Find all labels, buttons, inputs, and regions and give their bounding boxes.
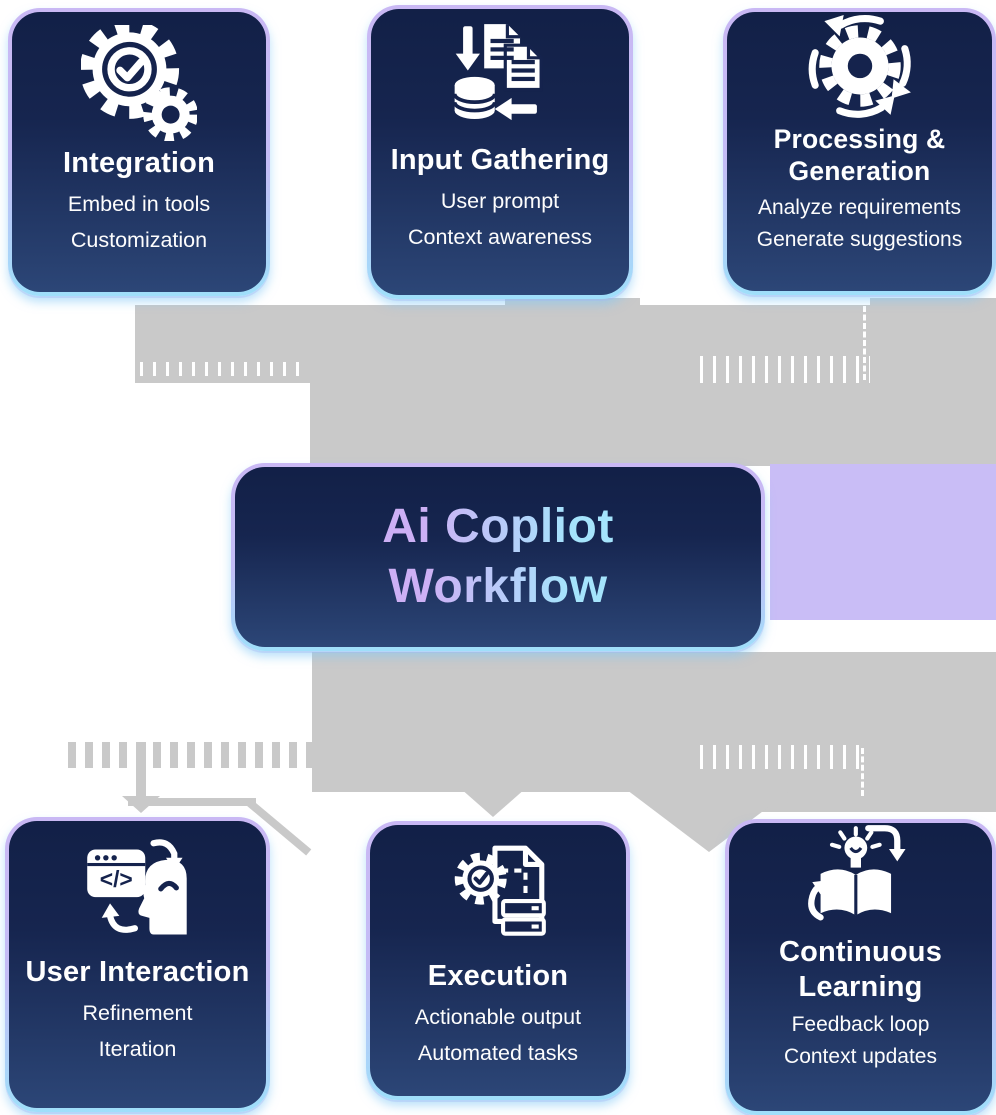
connector-left-elbow [128,798,256,806]
svg-text:</>: </> [99,866,132,892]
node-item: Embed in tools [67,191,211,216]
node-item: Automated tasks [417,1040,579,1065]
node-card-execution: Execution Actionable output Automated ta… [366,821,630,1100]
connector-center-column [310,383,996,466]
node-title: Execution [427,960,569,992]
hatch-top-left [140,362,308,376]
hatch-bottom-right [700,745,865,769]
node-item: Feedback loop [791,1012,930,1036]
node-item: Context awareness [407,224,593,249]
node-card-continuous-learning: Continuous Learning Feedback loop Contex… [725,819,996,1115]
code-user-icon: </> [81,833,195,951]
hatch-top-right [700,356,870,383]
node-card-input-gathering: Input Gathering User prompt Context awar… [367,5,633,299]
connector-top-right-stub [870,298,996,308]
connector-bottom-block [312,652,996,792]
node-title: Processing & Generation [773,124,946,186]
gears-check-icon [81,24,197,142]
node-card-integration: Integration Embed in tools Customization [8,8,270,296]
node-card-processing-generation: Processing & Generation Analyze requirem… [723,8,996,295]
node-item: Actionable output [414,1004,582,1029]
connector-lavender-block [770,464,996,620]
node-item: Refinement [82,1000,193,1025]
node-item: Analyze requirements [757,195,962,219]
node-item: Generate suggestions [756,227,963,251]
arrow-down-middle-icon [460,788,526,817]
connector-top-mid-stub [505,298,640,308]
node-title: Continuous Learning [778,936,943,1003]
center-node-card: Ai Copliot Workflow [231,463,765,651]
node-item: Context updates [784,1044,937,1068]
node-item: Iteration [98,1036,177,1061]
dashed-seam-bottom [861,748,864,796]
data-transfer-icon [442,21,558,139]
node-title: Input Gathering [390,144,610,176]
diagram-title-line2: Workflow [388,557,607,617]
task-document-icon [442,837,554,955]
node-item: User prompt [440,188,560,213]
diagram-title-line1: Ai Copliot [382,497,614,557]
hatch-bottom-left [68,742,412,768]
node-card-user-interaction: </> User Interaction Refinement Iteratio… [5,817,270,1112]
dashed-seam-top [863,306,866,380]
node-item: Customization [70,227,208,252]
book-bulb-icon [804,825,918,931]
connector-left-arm [136,742,146,798]
node-title: Integration [62,147,216,179]
node-title: User Interaction [25,956,250,988]
gear-cycle-icon [804,14,916,120]
